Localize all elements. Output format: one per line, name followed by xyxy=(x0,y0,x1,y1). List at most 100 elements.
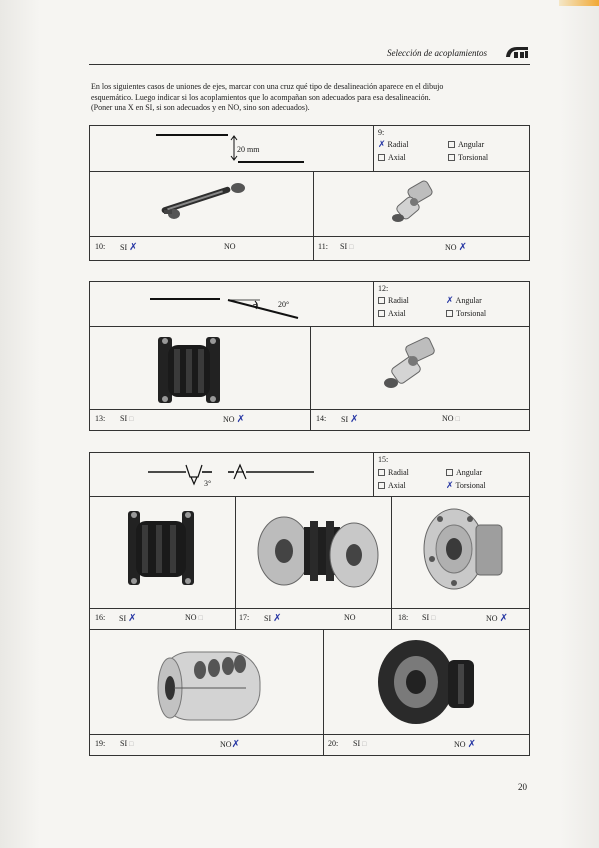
x-mark-icon: ✗ xyxy=(128,613,137,624)
q14-image-cell xyxy=(310,326,530,410)
q15-option-angular-label: Angular xyxy=(456,468,483,477)
q12-option-radial-label: Radial xyxy=(388,296,409,305)
q13-si-option[interactable]: SI □ xyxy=(120,414,133,423)
q12-option-torsional[interactable]: Torsional xyxy=(446,309,486,318)
q12-angle-label: 20° xyxy=(278,300,290,309)
q19-si-option[interactable]: SI □ xyxy=(120,739,133,748)
q9-option-radial[interactable]: ✗Radial xyxy=(378,140,408,150)
q11-no-option[interactable]: NO ✗ xyxy=(445,242,467,253)
jaw-coupling-image xyxy=(257,516,379,588)
checkbox-icon xyxy=(448,154,455,161)
page-number: 20 xyxy=(518,782,527,792)
q17-si-option[interactable]: SI ✗ xyxy=(264,613,282,624)
checkbox-icon: □ xyxy=(362,740,367,748)
q18-si-label: SI xyxy=(422,613,430,622)
instructions-line: En los siguientes casos de uniones de ej… xyxy=(91,82,444,91)
q19-no-option[interactable]: NO✗ xyxy=(220,739,240,750)
q19-image-cell xyxy=(89,629,324,735)
q13-number: 13: xyxy=(95,414,106,423)
q16-no-label: NO xyxy=(185,613,197,622)
q9-option-axial[interactable]: Axial xyxy=(378,153,406,162)
checkbox-icon xyxy=(378,469,385,476)
q12-option-axial[interactable]: Axial xyxy=(378,309,406,318)
q14-si-label: SI xyxy=(341,415,349,424)
q13-no-option[interactable]: NO ✗ xyxy=(223,414,245,425)
q15-option-torsional-label: Torsional xyxy=(455,481,486,490)
x-mark-icon: ✗ xyxy=(467,739,476,750)
q9-option-angular[interactable]: Angular xyxy=(448,140,484,149)
q16-si-option[interactable]: SI ✗ xyxy=(119,613,137,624)
q15-option-radial-label: Radial xyxy=(388,468,409,477)
q15-option-axial-label: Axial xyxy=(388,481,406,490)
q11-answer-cell: 11: SI □ NO ✗ xyxy=(313,236,530,261)
q14-si-option[interactable]: SI ✗ xyxy=(341,414,359,425)
q16-no-option[interactable]: NO □ xyxy=(185,613,203,622)
q19-number: 19: xyxy=(95,739,106,748)
torsional-misalignment-diagram xyxy=(148,463,314,486)
q12-number: 12: xyxy=(378,284,389,293)
x-mark-icon: ✗ xyxy=(378,140,386,150)
q15-option-torsional[interactable]: ✗Torsional xyxy=(446,481,486,491)
q12-option-angular-label: Angular xyxy=(455,296,482,305)
q12-option-angular[interactable]: ✗Angular xyxy=(446,296,482,306)
q11-si-label: SI xyxy=(340,242,348,251)
q13-image-cell xyxy=(89,326,311,410)
x-mark-icon: ✗ xyxy=(458,242,467,253)
q17-image-cell xyxy=(235,496,392,609)
q18-image-cell xyxy=(391,496,530,609)
q14-no-label: NO xyxy=(442,414,454,423)
q12-option-axial-label: Axial xyxy=(388,309,406,318)
x-mark-icon: ✗ xyxy=(273,613,282,624)
elastic-tyre-coupling-image xyxy=(128,511,194,585)
x-mark-icon: ✗ xyxy=(129,242,138,253)
instructions-paragraph: En los siguientes casos de uniones de ej… xyxy=(91,82,529,114)
q12-options-cell: 12: Radial ✗Angular Axial Torsional xyxy=(373,281,530,327)
q15-option-angular[interactable]: Angular xyxy=(446,468,482,477)
q15-diagram-cell: 3° xyxy=(89,452,374,497)
q14-number: 14: xyxy=(316,414,327,423)
q9-diagram-cell: 20 mm xyxy=(89,125,374,172)
q10-image-cell xyxy=(89,171,314,237)
q20-number: 20: xyxy=(328,739,339,748)
q17-no-option[interactable]: NO xyxy=(344,613,356,622)
checkbox-icon: □ xyxy=(129,740,134,748)
publisher-logo-icon xyxy=(506,47,528,58)
q15-options-cell: 15: Radial Angular Axial ✗Torsional xyxy=(373,452,530,497)
q15-number: 15: xyxy=(378,455,389,464)
cardan-shaft-coupling-image xyxy=(161,183,245,219)
q10-no-option[interactable]: NO xyxy=(224,242,236,251)
q10-si-label: SI xyxy=(120,243,128,252)
q18-si-option[interactable]: SI □ xyxy=(422,613,435,622)
header-rule xyxy=(89,64,530,65)
checkbox-icon: □ xyxy=(431,614,436,622)
q9-number: 9: xyxy=(378,128,385,137)
q14-no-option[interactable]: NO □ xyxy=(442,414,460,423)
instructions-line: (Poner una X en SI, si son adecuados y e… xyxy=(91,103,310,112)
q11-si-option[interactable]: SI □ xyxy=(340,242,353,251)
q9-option-torsional-label: Torsional xyxy=(458,153,489,162)
q12-option-radial[interactable]: Radial xyxy=(378,296,409,305)
q9-option-torsional[interactable]: Torsional xyxy=(448,153,488,162)
universal-joint-image xyxy=(384,337,435,388)
checkbox-icon: □ xyxy=(455,415,460,423)
checkbox-icon: □ xyxy=(129,415,134,423)
q15-option-radial[interactable]: Radial xyxy=(378,468,409,477)
q18-answer-cell: 18: SI □ NO ✗ xyxy=(391,608,530,630)
q20-no-option[interactable]: NO ✗ xyxy=(454,739,476,750)
q17-si-label: SI xyxy=(264,614,272,623)
q15-option-axial[interactable]: Axial xyxy=(378,481,406,490)
q18-number: 18: xyxy=(398,613,409,622)
q18-no-option[interactable]: NO ✗ xyxy=(486,613,508,624)
q10-si-option[interactable]: SI ✗ xyxy=(120,242,138,253)
q20-image-cell xyxy=(323,629,530,735)
checkbox-icon xyxy=(378,482,385,489)
x-mark-icon: ✗ xyxy=(446,481,454,491)
page-corner-mark xyxy=(559,0,599,6)
checkbox-icon xyxy=(448,141,455,148)
x-mark-icon: ✗ xyxy=(499,613,508,624)
rigid-clamp-coupling-image xyxy=(157,651,261,721)
q20-si-option[interactable]: SI □ xyxy=(353,739,366,748)
q9-options-cell: 9: ✗Radial Angular Axial Torsional xyxy=(373,125,530,172)
q13-no-label: NO xyxy=(223,415,235,424)
